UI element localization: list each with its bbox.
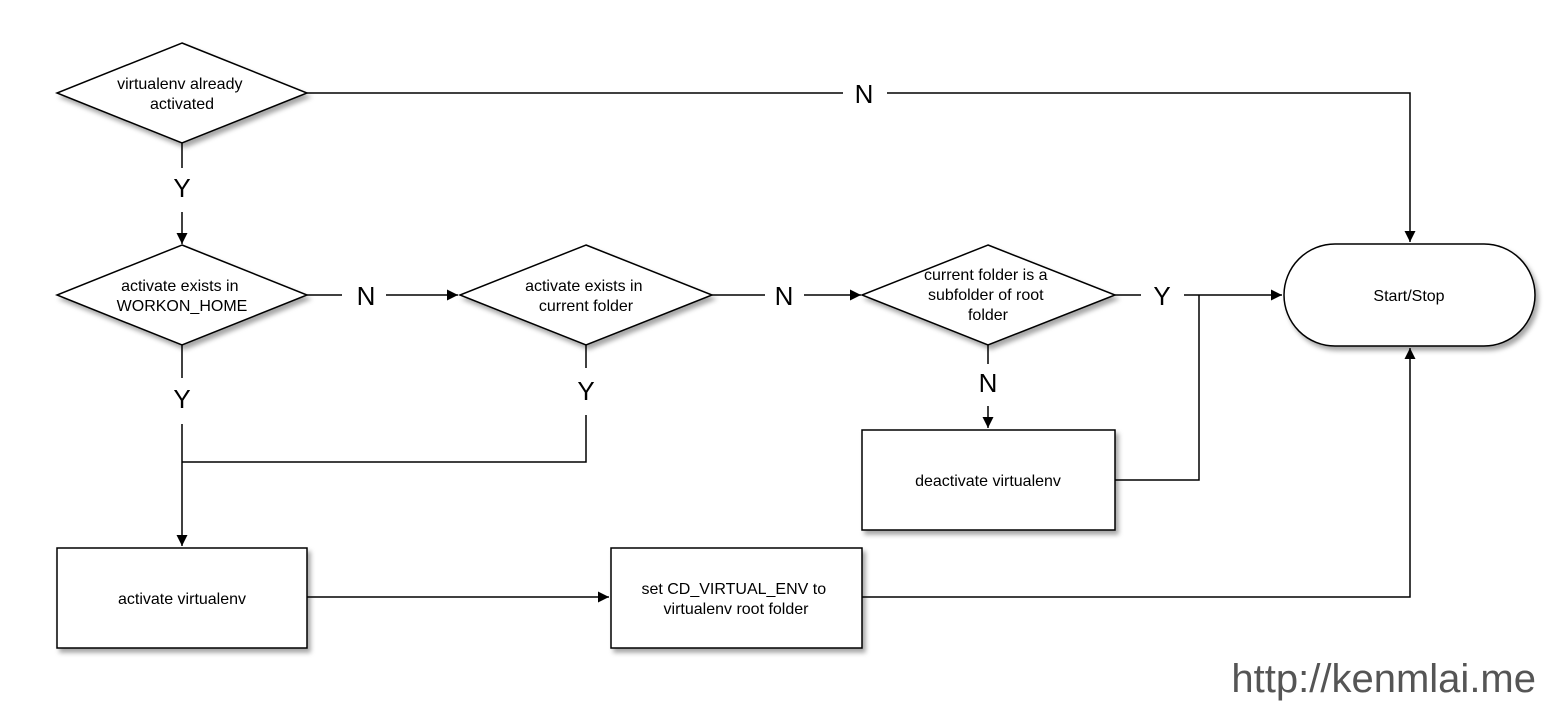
decision-activate-exists-workon-home[interactable]: activate exists in WORKON_HOME bbox=[54, 244, 310, 346]
edge-label-current-yes: Y bbox=[577, 376, 594, 406]
node-label-line: activate virtualenv bbox=[118, 591, 246, 608]
node-label-line: activate exists in bbox=[121, 278, 238, 295]
process-activate-virtualenv[interactable]: activate virtualenv bbox=[56, 547, 308, 649]
edge-label-subfolder-no: N bbox=[979, 368, 998, 398]
edge-current-yes-line-b bbox=[182, 415, 587, 463]
edge-deactivate-to-stop[interactable] bbox=[1115, 295, 1200, 481]
svg-text:activate exists in WORKO: activate exists in WORKON_HOME bbox=[117, 278, 248, 315]
node-label-line: Start/Stop bbox=[1373, 288, 1444, 305]
edge-label-subfolder-yes: Y bbox=[1153, 281, 1170, 311]
node-label-line: WORKON_HOME bbox=[117, 298, 248, 315]
node-label-line: folder bbox=[968, 307, 1009, 324]
decision-virtualenv-already-activated[interactable]: virtualenv already activated bbox=[54, 42, 310, 144]
node-label-line: virtualenv already bbox=[117, 76, 242, 93]
edge-activated-no-line-b[interactable] bbox=[887, 92, 1416, 242]
node-label-line: deactivate virtualenv bbox=[915, 473, 1061, 490]
node-label-line: set CD_VIRTUAL_ENV to bbox=[641, 581, 826, 598]
edge-setenv-to-stop[interactable] bbox=[862, 348, 1416, 598]
svg-text:current folder is a subf: current folder is a subfolder of root fo… bbox=[924, 267, 1052, 324]
decision-activate-exists-current-folder[interactable]: activate exists in current folder bbox=[457, 244, 715, 346]
edge-label-current-no: N bbox=[775, 281, 794, 311]
edge-label-workon-no: N bbox=[357, 281, 376, 311]
terminal-start-stop[interactable]: Start/Stop bbox=[1283, 243, 1536, 347]
process-set-cd-virtual-env[interactable]: set CD_VIRTUAL_ENV to virtualenv root fo… bbox=[610, 547, 863, 649]
edge-label-workon-yes: Y bbox=[173, 384, 190, 414]
svg-text:activate exists in curre: activate exists in current folder bbox=[525, 278, 647, 315]
node-label-line: subfolder of root bbox=[928, 287, 1044, 304]
node-label-line: activate exists in bbox=[525, 278, 642, 295]
decision-current-folder-subfolder[interactable]: current folder is a subfolder of root fo… bbox=[859, 244, 1118, 346]
edge-label-activated-no: N bbox=[855, 79, 874, 109]
edge-label-activated-yes: Y bbox=[173, 173, 190, 203]
node-label-line: activated bbox=[150, 96, 214, 113]
watermark-url: http://kenmlai.me bbox=[1231, 657, 1536, 701]
process-deactivate-virtualenv[interactable]: deactivate virtualenv bbox=[861, 429, 1116, 531]
svg-text:virtualenv already activ: virtualenv already activated bbox=[117, 76, 247, 113]
node-label-line: virtualenv root folder bbox=[664, 601, 810, 618]
svg-text:set CD_VIRTUAL_ENV to vi: set CD_VIRTUAL_ENV to virtualenv root fo… bbox=[641, 581, 830, 618]
node-label-line: current folder bbox=[539, 298, 634, 315]
node-label-line: current folder is a bbox=[924, 267, 1048, 284]
